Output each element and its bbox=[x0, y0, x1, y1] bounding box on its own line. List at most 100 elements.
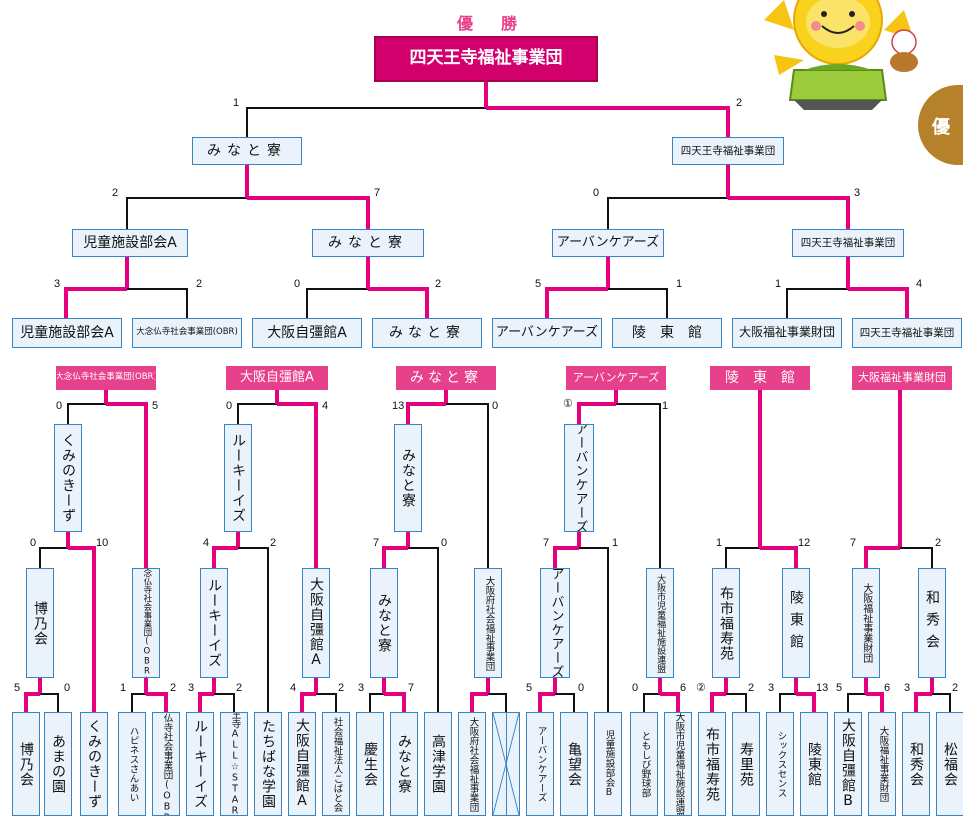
leaf-box-1: 博乃会 bbox=[12, 712, 40, 816]
leaf-box-5: 大念仏寺社会事業団(OBR) bbox=[152, 712, 180, 816]
winner-line bbox=[796, 692, 816, 712]
score-label: 13 bbox=[392, 400, 405, 412]
leaf-box-2: あまの園 bbox=[44, 712, 72, 816]
champion-box: 四天王寺福祉事業団 bbox=[374, 36, 598, 82]
semi-box-2: 四天王寺福祉事業団 bbox=[672, 137, 784, 165]
score-label: 0 bbox=[226, 400, 233, 412]
bracket-line bbox=[127, 288, 188, 318]
r3-box-3: みなと寮 bbox=[394, 424, 422, 532]
score-label: 0 bbox=[441, 537, 448, 549]
leaf-box-28: 松福会 bbox=[936, 712, 963, 816]
bracket-line bbox=[900, 547, 933, 568]
score-label: 4 bbox=[203, 537, 210, 549]
r2-box-1: 博乃会 bbox=[26, 568, 54, 678]
leaf-box-26: 大阪福祉事業財団 bbox=[868, 712, 896, 816]
r16-box-1: 児童施設部会A bbox=[12, 318, 122, 348]
score-label: 5 bbox=[14, 682, 21, 694]
mascot-icon bbox=[764, 0, 918, 110]
winner-line bbox=[660, 692, 680, 712]
leaf-box-7: 天王寺ALL☆STARS bbox=[220, 712, 248, 816]
quarter-box-2: みなと寮 bbox=[312, 229, 424, 257]
block-winner-1: 大念仏寺社会事業団(OBR) bbox=[56, 366, 156, 390]
winner-line bbox=[198, 692, 214, 712]
winner-line bbox=[914, 692, 932, 712]
bracket-line bbox=[555, 693, 575, 712]
score-label: 1 bbox=[612, 537, 619, 549]
score-label: 5 bbox=[836, 682, 843, 694]
r2-box-12: 和秀会 bbox=[918, 568, 946, 678]
r2-box-11: 大阪福祉事業財団 bbox=[852, 568, 880, 678]
r2-box-3: ルーキーイズ bbox=[200, 568, 228, 678]
bracket-line bbox=[40, 693, 59, 712]
score-label: 0 bbox=[593, 187, 600, 199]
bracket-line bbox=[488, 693, 507, 712]
winner-line bbox=[382, 546, 408, 568]
bracket-line bbox=[316, 693, 337, 712]
winner-line bbox=[300, 692, 316, 712]
quarter-box-1: 児童施設部会A bbox=[72, 229, 188, 257]
score-label: 2 bbox=[435, 278, 442, 290]
score-label: 2 bbox=[935, 537, 942, 549]
winner-line bbox=[710, 692, 726, 712]
bracket-line bbox=[131, 693, 146, 712]
bracket-line bbox=[932, 693, 951, 712]
score-label: 4 bbox=[322, 400, 329, 412]
bracket-line bbox=[408, 547, 439, 712]
r16-box-3: 大阪自彊館A bbox=[252, 318, 362, 348]
score-label: 1 bbox=[233, 97, 240, 109]
leaf-box-18: 児童施設部会B bbox=[594, 712, 622, 816]
semi-box-1: みなと寮 bbox=[192, 137, 302, 165]
bracket-line bbox=[726, 693, 747, 712]
score-label: 5 bbox=[535, 278, 542, 290]
winner-line bbox=[247, 196, 370, 229]
block-winner-4: アーバンケアーズ bbox=[566, 366, 666, 390]
r16-box-2: 大念仏寺社会事業団(OBR) bbox=[132, 318, 242, 348]
score-label: 2 bbox=[236, 682, 243, 694]
bracket-line bbox=[779, 693, 796, 712]
score-label: 3 bbox=[358, 682, 365, 694]
bracket-line bbox=[238, 547, 269, 712]
score-label: 0 bbox=[632, 682, 639, 694]
winner-line bbox=[68, 546, 96, 712]
leaf-box-15 bbox=[492, 712, 520, 816]
bracket-line bbox=[616, 403, 661, 568]
score-label: 2 bbox=[196, 278, 203, 290]
bracket-line bbox=[725, 547, 760, 568]
bracket-line bbox=[369, 693, 384, 712]
score-label: 1 bbox=[676, 278, 683, 290]
score-label: 5 bbox=[152, 400, 159, 412]
bracket-line bbox=[39, 547, 68, 568]
winner-line bbox=[106, 402, 148, 568]
score-label: 0 bbox=[64, 682, 71, 694]
quarter-box-3: アーバンケアーズ bbox=[552, 229, 664, 257]
winner-line bbox=[277, 402, 318, 568]
tournament-title: 優 勝 bbox=[456, 14, 523, 33]
score-label: 7 bbox=[408, 682, 415, 694]
winner-line bbox=[212, 546, 238, 568]
winner-line bbox=[470, 692, 488, 712]
bracket-line bbox=[126, 197, 247, 229]
leaf-box-12: みなと寮 bbox=[390, 712, 418, 816]
r2-box-7: アーバンケアーズ bbox=[540, 568, 570, 678]
score-label: 4 bbox=[290, 682, 297, 694]
score-label: 0 bbox=[492, 400, 499, 412]
leaf-box-17: 亀望会 bbox=[560, 712, 588, 816]
block-winner-2: 大阪自彊館A bbox=[226, 366, 328, 390]
bracket-line bbox=[446, 403, 489, 568]
leaf-box-19: ともしび野球部 bbox=[630, 712, 658, 816]
leaf-box-10: 社会福祉法人こばと会 bbox=[322, 712, 350, 816]
score-label: 2 bbox=[170, 682, 177, 694]
winner-line bbox=[577, 402, 616, 424]
leaf-box-22: 寿里苑 bbox=[732, 712, 760, 816]
winner-line bbox=[866, 692, 884, 712]
r2-box-8: 大阪市児童福祉施設連盟 bbox=[646, 568, 674, 678]
leaf-box-21: 布市福寿苑 bbox=[698, 712, 726, 816]
winner-line bbox=[368, 287, 429, 318]
bracket-line bbox=[246, 107, 486, 137]
score-label: 7 bbox=[374, 187, 381, 199]
leaf-box-6: ルーキーイズ bbox=[186, 712, 214, 816]
score-label: 1 bbox=[662, 400, 669, 412]
score-label: 2 bbox=[270, 537, 277, 549]
r16-box-6: 陵 東 館 bbox=[612, 318, 722, 348]
